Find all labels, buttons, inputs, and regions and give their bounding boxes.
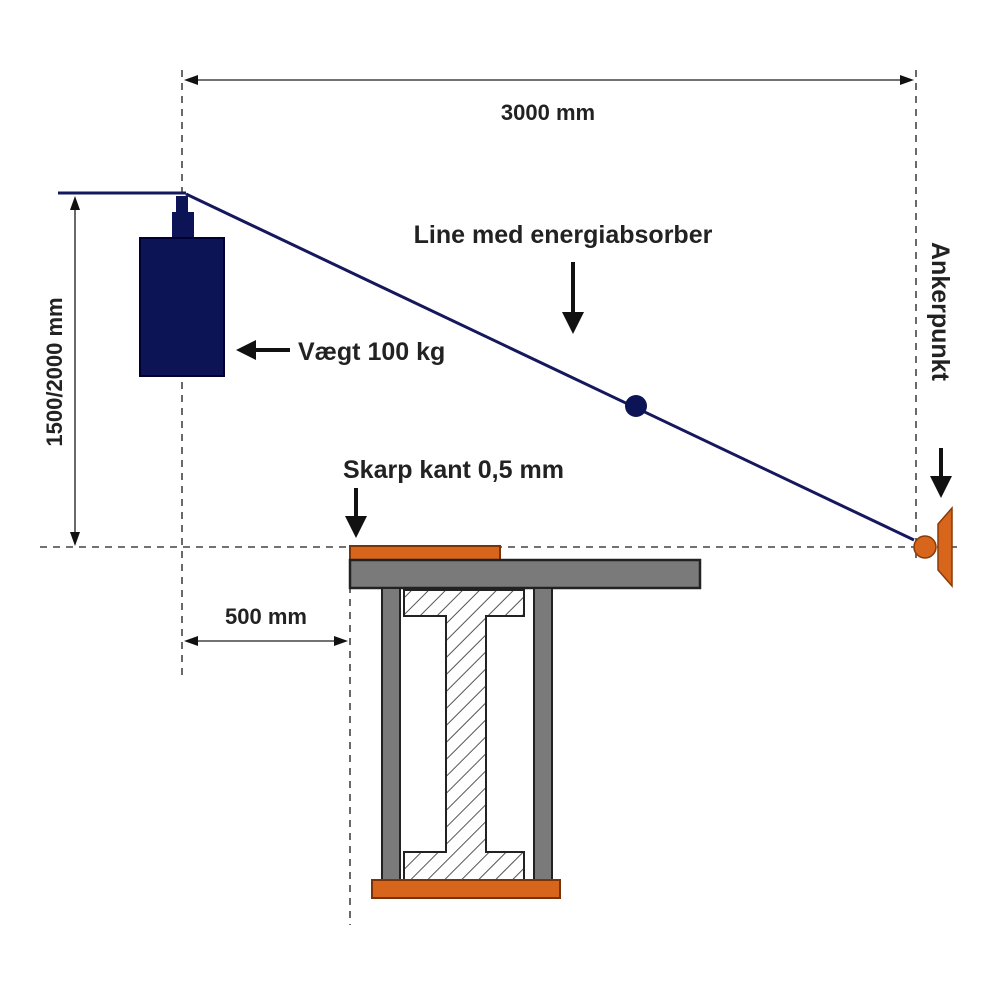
anchor-wall-plate	[937, 506, 953, 588]
weight-label: Vægt 100 kg	[298, 338, 445, 366]
span-label: 3000 mm	[501, 100, 595, 125]
weight-neck	[172, 212, 194, 242]
line-arrow	[562, 262, 584, 334]
edge-label: Skarp kant 0,5 mm	[343, 456, 564, 484]
top-steel-plate	[348, 558, 702, 590]
line-label: Line med energiabsorber	[414, 221, 713, 249]
offset-dimension	[184, 636, 348, 646]
left-support-column	[381, 587, 401, 881]
anchor-label: Ankerpunkt	[926, 242, 954, 382]
sharp-edge-plate	[349, 545, 501, 561]
edge-arrow	[345, 488, 367, 538]
anchor-ring	[913, 535, 937, 559]
weight-arrow	[236, 340, 290, 360]
anchor-point	[913, 506, 953, 588]
energy-absorber-dot	[625, 395, 647, 417]
weight-body	[139, 237, 225, 377]
anchor-arrow	[930, 448, 952, 498]
span-dimension	[184, 75, 914, 85]
weight-connector	[176, 196, 188, 214]
i-beam	[403, 589, 525, 881]
right-support-column	[533, 587, 553, 881]
edge-structure	[348, 545, 702, 899]
offset-label: 500 mm	[225, 604, 307, 629]
height-label: 1500/2000 mm	[42, 297, 67, 446]
bottom-base-plate	[371, 879, 561, 899]
weight-100kg	[139, 196, 225, 377]
height-dimension	[70, 196, 80, 546]
lifeline-with-energy-absorber	[185, 192, 915, 542]
